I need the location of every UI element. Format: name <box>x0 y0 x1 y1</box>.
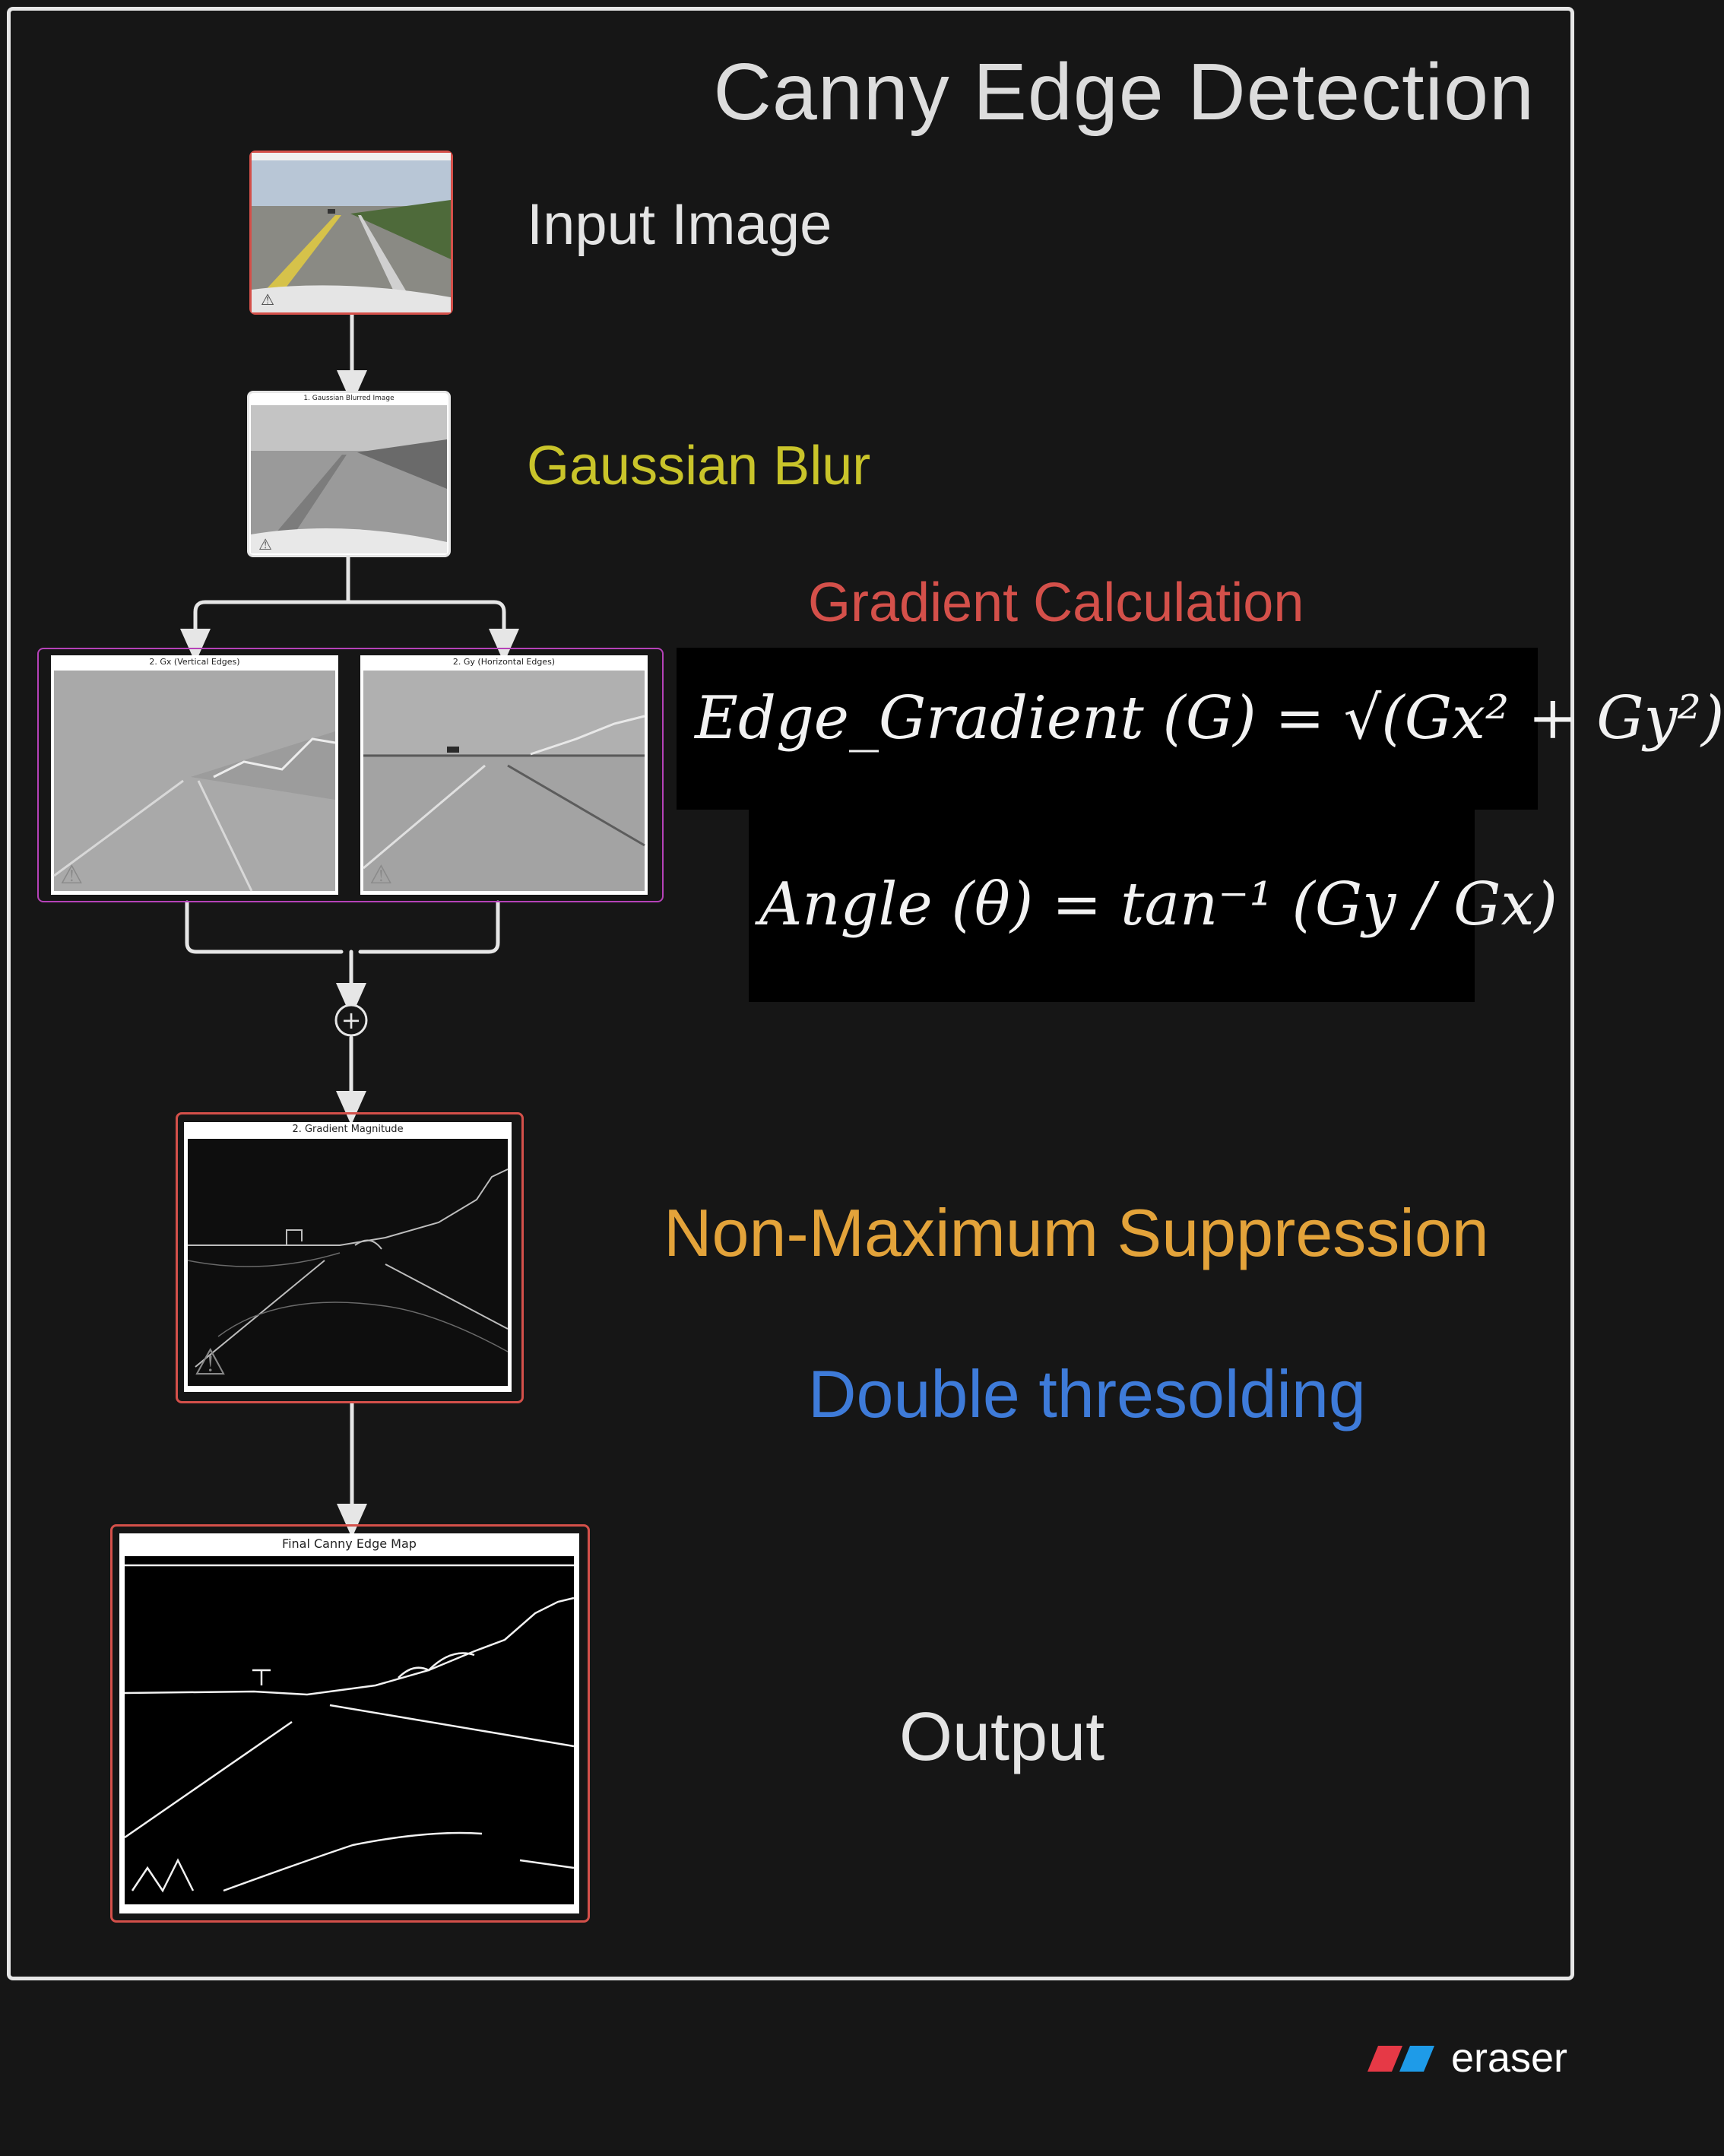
formula-edge-gradient-text: Edge_Gradient (G) = √(Gx² + Gy²) <box>695 684 1724 753</box>
svg-text:⚠: ⚠ <box>261 290 274 309</box>
formula-angle-text: Angle (θ) = tan⁻¹ (Gy / Gx) <box>759 870 1558 939</box>
svg-text:⚠: ⚠ <box>258 535 272 553</box>
line-gx-to-join <box>185 900 344 954</box>
blurred-image-caption: 1. Gaussian Blurred Image <box>303 395 395 402</box>
magnitude-edges-image: ⚠ <box>187 1139 509 1386</box>
stage-label-blur: Gaussian Blur <box>527 436 871 496</box>
gx-image-panel: 2. Gx (Vertical Edges) ⚠ <box>51 655 338 895</box>
formula-angle: Angle (θ) = tan⁻¹ (Gy / Gx) <box>749 810 1558 1002</box>
final-box <box>110 1524 590 1923</box>
gy-edges-image: ⚠ <box>363 671 645 891</box>
flow-connectors: + <box>180 312 519 1538</box>
brand-watermark: eraser <box>1360 2034 1567 2081</box>
eraser-logo-icon <box>1367 2046 1434 2072</box>
gx-caption: 2. Gx (Vertical Edges) <box>149 657 240 667</box>
final-image-panel: Final Canny Edge Map <box>119 1533 579 1913</box>
final-edge-map-image <box>124 1556 575 1904</box>
magnitude-image-panel: 2. Gradient Magnitude ⚠ <box>184 1122 512 1392</box>
magnitude-box <box>176 1112 524 1403</box>
svg-text:⚠: ⚠ <box>369 860 392 890</box>
input-road-image: ⚠ <box>252 153 451 312</box>
arrow-blur-to-gx <box>180 555 350 663</box>
gx-edges-image: ⚠ <box>53 671 336 892</box>
final-caption: Final Canny Edge Map <box>282 1536 417 1551</box>
canvas-frame <box>7 7 1574 1980</box>
blurred-image-panel: 1. Gaussian Blurred Image ⚠ <box>247 391 451 557</box>
magnitude-caption: 2. Gradient Magnitude <box>292 1124 404 1135</box>
svg-text:⚠: ⚠ <box>60 860 83 890</box>
gy-caption: 2. Gy (Horizontal Edges) <box>452 657 556 667</box>
stage-label-nms: Non-Maximum Suppression <box>664 1195 1489 1270</box>
page-title: Canny Edge Detection <box>713 47 1535 137</box>
join-node-icon: + <box>334 1003 368 1037</box>
stage-label-output: Output <box>899 1699 1105 1775</box>
join-symbol: + <box>341 1006 362 1035</box>
brand-name: eraser <box>1450 2035 1567 2081</box>
stage-label-gradient: Gradient Calculation <box>808 572 1304 633</box>
stage-label-input: Input Image <box>527 192 832 257</box>
gy-image-panel: 2. Gy (Horizontal Edges) ⚠ <box>360 655 648 895</box>
line-gy-to-join <box>358 900 500 954</box>
gradient-group-box <box>37 648 664 902</box>
stage-label-threshold: Double thresolding <box>808 1356 1366 1432</box>
input-image-box: ⚠ <box>249 151 453 315</box>
arrow-blur-to-gy <box>346 600 519 663</box>
formula-edge-gradient: Edge_Gradient (G) = √(Gx² + Gy²) <box>677 648 1724 810</box>
blurred-road-image: ⚠ <box>251 405 447 553</box>
svg-text:⚠: ⚠ <box>194 1341 227 1384</box>
